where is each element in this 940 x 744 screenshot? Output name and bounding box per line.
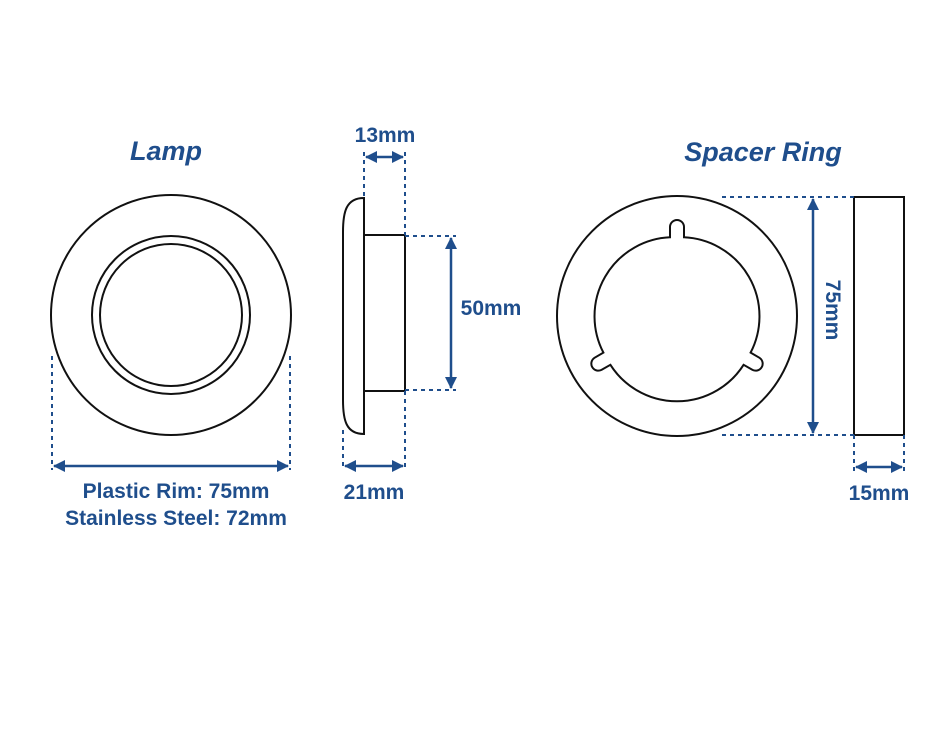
lamp-width-dimension — [51, 356, 291, 472]
lamp-depth-bottom-dimension — [342, 391, 406, 472]
spacer-side-view — [853, 196, 905, 436]
lamp-depth-top-dimension — [363, 151, 406, 235]
lamp-steel-ring — [91, 235, 251, 395]
lamp-depth-bottom-label: 21mm — [344, 481, 405, 504]
lamp-side-view — [342, 196, 406, 436]
spacer-width-dimension — [853, 435, 905, 473]
spacer-height-dimension — [722, 196, 854, 436]
lamp-outer-rim — [50, 194, 292, 436]
spacer-width-label: 15mm — [849, 482, 910, 505]
spacer-height-label: 75mm — [821, 280, 844, 341]
spacer-outer-ring — [556, 195, 798, 437]
lamp-side-flange — [342, 196, 365, 436]
lamp-steel-label: Stainless Steel: 72mm — [65, 507, 287, 530]
lamp-depth-top-label: 13mm — [355, 124, 416, 147]
spacer-title: Spacer Ring — [684, 137, 842, 167]
lamp-height-label: 50mm — [461, 297, 522, 320]
lamp-lens — [99, 243, 243, 387]
lamp-rim-label: Plastic Rim: 75mm — [83, 480, 270, 503]
lamp-title: Lamp — [130, 136, 202, 166]
spacer-inner-opening — [590, 219, 764, 403]
lamp-side-body — [363, 234, 406, 392]
lamp-front-view — [50, 194, 292, 436]
spacer-front-view — [556, 195, 798, 437]
lamp-height-dimension — [405, 235, 457, 391]
